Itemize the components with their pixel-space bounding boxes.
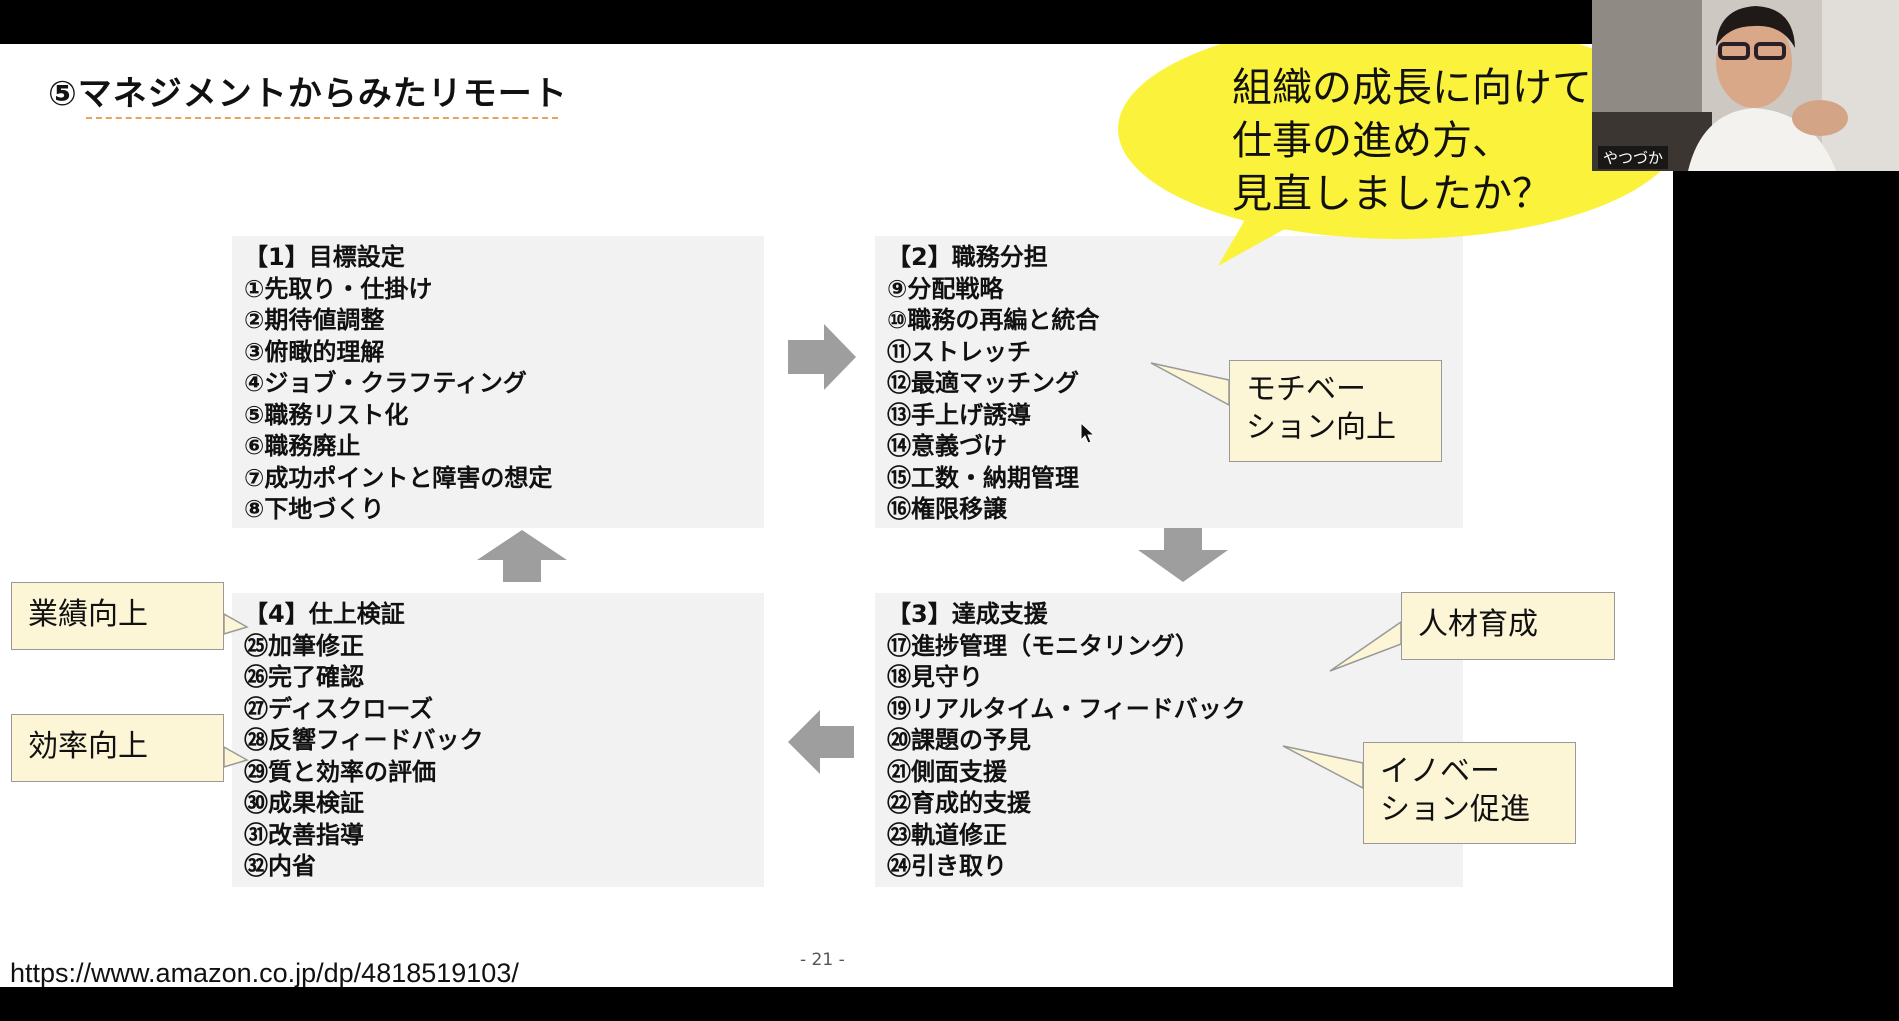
box-line: ⑱見守り — [887, 663, 983, 691]
callout-line: 人材育成 — [1418, 607, 1538, 642]
box-line: ㉖完了確認 — [244, 663, 364, 691]
box-line: ⑤職務リスト化 — [244, 400, 409, 429]
box-line: ⑧下地づくり — [244, 495, 385, 523]
slide-title: ⑤マネジメントからみたリモート — [48, 74, 568, 114]
box-line: ㉛改善指導 — [244, 820, 364, 849]
box-line: ㉜内省 — [244, 852, 316, 880]
callout-line: モチベー — [1246, 372, 1366, 407]
box-line: 【2】職務分担 — [887, 243, 1048, 271]
box-finish-verification: 【4】仕上検証 ㉕加筆修正 ㉖完了確認 ㉗ディスクローズ ㉘反響フィードバック … — [232, 593, 764, 887]
callout-talent-development: 人材育成 — [1401, 592, 1615, 660]
box-line: ㉑側面支援 — [887, 757, 1007, 786]
arrow-right-icon — [788, 324, 856, 390]
mouse-cursor-icon — [1080, 422, 1096, 444]
box-line: ㉓軌道修正 — [887, 820, 1007, 849]
box-line: ⑯権限移譲 — [887, 495, 1007, 523]
callout-line: ション向上 — [1246, 410, 1396, 445]
callout-motivation: モチベー ション向上 — [1229, 360, 1442, 462]
box-line: ⑲リアルタイム・フィードバック — [887, 694, 1246, 723]
box-line: 【4】仕上検証 — [244, 600, 405, 628]
box-line: ⑥職務廃止 — [244, 432, 361, 460]
box-line: ⑫最適マッチング — [887, 369, 1079, 397]
bubble-line: 見直しましたか？ — [1232, 171, 1552, 217]
callout-performance: 業績向上 — [11, 582, 224, 650]
bottom-black-bar — [0, 987, 1899, 1021]
callout-line: 業績向上 — [28, 597, 148, 632]
box-line: ㉕加筆修正 — [244, 631, 364, 660]
participant-name-label: やつづか — [1598, 146, 1669, 169]
slide: ⑤マネジメントからみたリモート 【1】目標設定 ①先取り・仕掛け ②期待値調整 … — [0, 44, 1673, 987]
page-number: - 21 - — [800, 950, 845, 970]
source-url[interactable]: https://www.amazon.co.jp/dp/4818519103/ — [10, 958, 519, 987]
callout-efficiency: 効率向上 — [11, 714, 224, 782]
box-line: 【3】達成支援 — [887, 600, 1048, 628]
box-line: ②期待値調整 — [244, 306, 385, 334]
box-line: ⑮工数・納期管理 — [887, 463, 1079, 492]
box-line: ⑰進捗管理（モニタリング） — [887, 631, 1199, 660]
arrow-down-icon — [1138, 528, 1228, 582]
box-line: ㉚成果検証 — [244, 789, 364, 817]
box-line: ⑩職務の再編と統合 — [887, 306, 1100, 334]
box-line: ⑬手上げ誘導 — [887, 400, 1031, 429]
arrow-up-icon — [477, 530, 567, 582]
box-line: ⑨分配戦略 — [887, 274, 1004, 303]
arrow-left-icon — [788, 710, 854, 774]
title-underline — [86, 117, 558, 119]
box-line: ㉘反響フィードバック — [244, 726, 484, 754]
box-line: ⑦成功ポイントと障害の想定 — [244, 463, 553, 492]
box-line: ①先取り・仕掛け — [244, 274, 433, 303]
box-line: ⑪ストレッチ — [887, 337, 1031, 366]
box-line: ㉗ディスクローズ — [244, 694, 434, 723]
box-line: ⑭意義づけ — [887, 432, 1007, 460]
box-line: ㉒育成的支援 — [887, 789, 1031, 817]
box-line: ㉙質と効率の評価 — [244, 757, 436, 786]
box-line: ③俯瞰的理解 — [244, 337, 385, 366]
callout-innovation: イノベー ション促進 — [1363, 742, 1576, 844]
callout-line: ション促進 — [1380, 792, 1530, 827]
callout-line: イノベー — [1380, 754, 1500, 789]
box-goal-setting: 【1】目標設定 ①先取り・仕掛け ②期待値調整 ③俯瞰的理解 ④ジョブ・クラフテ… — [232, 236, 764, 528]
speech-bubble-text: 組織の成長に向けて 仕事の進め方、 見直しましたか？ — [1232, 62, 1592, 221]
box-line: ⑳課題の予見 — [887, 726, 1031, 754]
box-line: ④ジョブ・クラフティング — [244, 369, 527, 397]
box-line: ㉔引き取り — [887, 852, 1007, 880]
webcam-video: やつづか — [1592, 0, 1899, 171]
bubble-line: 組織の成長に向けて — [1232, 65, 1592, 111]
callout-line: 効率向上 — [28, 729, 148, 764]
bubble-line: 仕事の進め方、 — [1232, 118, 1512, 164]
box-line: 【1】目標設定 — [244, 243, 405, 271]
